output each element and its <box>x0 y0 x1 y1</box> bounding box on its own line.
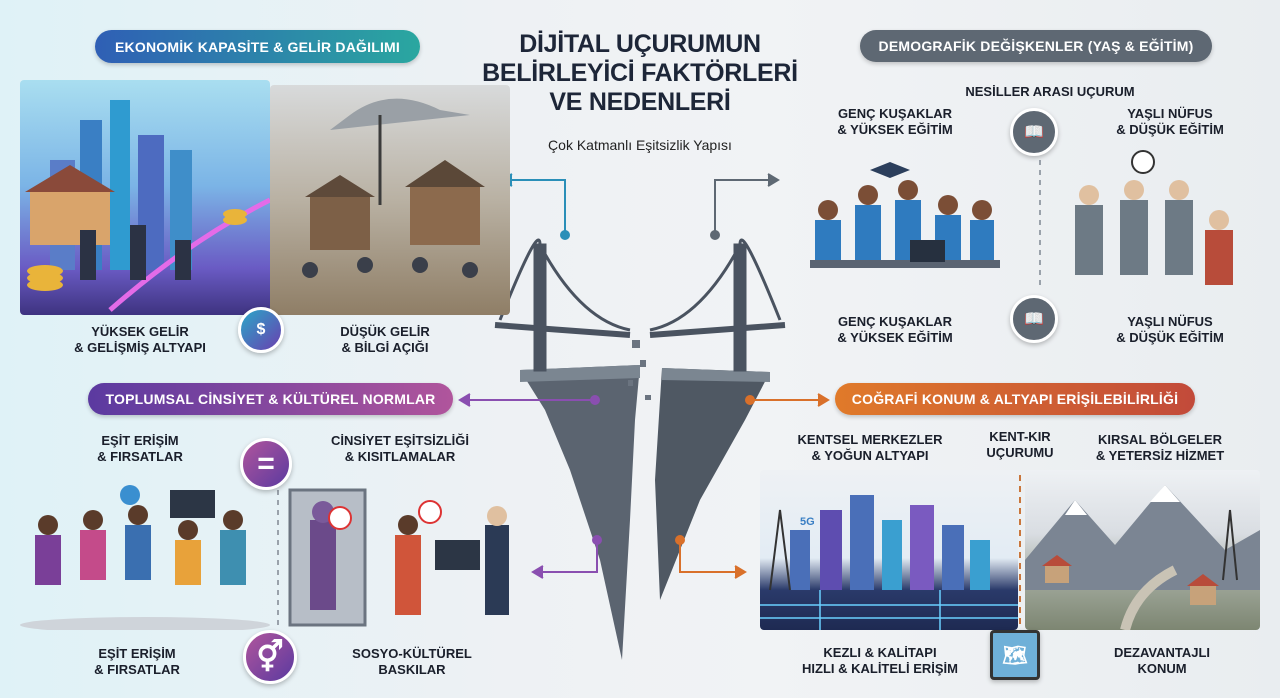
label-line: & YETERSİZ HİZMET <box>1095 448 1225 463</box>
gender-inequality-label: CİNSİYET EŞİTSİZLİĞİ& KISITLAMALAR <box>331 433 469 465</box>
geography-heading: COĞRAFİ KONUM & ALTYAPI ERİŞİLEBİLİRLİĞİ <box>835 383 1195 415</box>
label-line: & DÜŞÜK EĞİTİM <box>1116 122 1224 137</box>
label-line: & GELİŞMİŞ ALTYAPI <box>74 340 206 355</box>
gender-restrictions-illustration <box>285 480 525 630</box>
arrow-demographic <box>710 173 780 240</box>
label-line: KEZLI & KALİTAPI <box>823 645 937 660</box>
label-line: YAŞLI NÜFUS <box>1127 106 1213 121</box>
label-line: & DÜŞÜK EĞİTİM <box>1116 330 1224 345</box>
rural-label: KIRSAL BÖLGELER& YETERSİZ HİZMET <box>1096 432 1224 464</box>
urban-infrastructure-illustration: 5G <box>760 470 1018 630</box>
low-income-label: DÜŞÜK GELİR& BİLGİ AÇIĞI <box>340 324 430 356</box>
label-line: EŞİT ERİŞİM <box>98 646 176 661</box>
label-line: YÜKSEK GELİR <box>91 324 189 339</box>
high-income-city-illustration <box>20 80 270 315</box>
title-line: DİJİTAL UÇURUMUN <box>519 30 761 58</box>
title-line: VE NEDENLERİ <box>549 88 731 116</box>
gender-symbol-icon: ⚥ <box>243 630 297 684</box>
label-line: GENÇ KUŞAKLAR <box>837 106 953 121</box>
world-map-icon: 🗺 <box>990 630 1040 680</box>
elderly-people-illustration <box>1065 150 1250 305</box>
equals-icon: = <box>240 438 292 490</box>
label-line: & YÜKSEK EĞİTİM <box>837 330 953 345</box>
subtitle: Çok Katmanlı Eşitsizlik Yapısı <box>548 137 732 153</box>
label-line: SOSYO-KÜLTÜREL <box>352 646 472 661</box>
economic-heading: EKONOMİK KAPASİTE & GELİR DAĞILIMI <box>95 30 420 63</box>
equal-access-illustration <box>20 480 270 630</box>
label-line: & FIRSATLAR <box>97 449 183 464</box>
young-top-label: GENÇ KUŞAKLAR& YÜKSEK EĞİTİM <box>837 106 952 138</box>
label-line: KIRSAL BÖLGELER <box>1097 432 1222 447</box>
label-line: KENTSEL MERKEZLER <box>797 432 943 447</box>
label-line: DEZAVANTAJLI <box>1113 645 1211 660</box>
label-line: UÇURUMU <box>986 445 1054 460</box>
urban-label: KENTSEL MERKEZLER& YOĞUN ALTYAPI <box>798 432 943 464</box>
label-line: EŞİT ERİŞİM <box>101 433 179 448</box>
arrow-gender <box>458 393 602 579</box>
label-line: & FIRSATLAR <box>94 662 180 677</box>
book-icon: 📖 <box>1010 108 1058 156</box>
label-line: & KISITLAMALAR <box>344 449 456 464</box>
label-line: YAŞLI NÜFUS <box>1127 314 1213 329</box>
low-income-village-illustration <box>270 85 510 315</box>
arrow-geography <box>675 393 830 579</box>
generation-gap-label: NESİLLER ARASI UÇURUM <box>965 84 1135 99</box>
cliff-left <box>520 365 640 660</box>
equal-access-top-label: EŞİT ERİŞİM& FIRSATLAR <box>97 433 183 465</box>
book-icon: 📖 <box>1010 295 1058 343</box>
high-income-label: YÜKSEK GELİR& GELİŞMİŞ ALTYAPI <box>74 324 206 356</box>
coins-icon: $ <box>238 307 284 353</box>
young-bottom-label: GENÇ KUŞAKLAR& YÜKSEK EĞİTİM <box>837 314 952 346</box>
equal-access-bottom-label: EŞİT ERİŞİM& FIRSATLAR <box>94 646 180 678</box>
bridge <box>494 238 786 372</box>
rural-landscape-illustration <box>1025 470 1260 630</box>
label-line: HIZLI & KALİTELİ ERİŞİM <box>802 661 958 676</box>
label-line: BASKILAR <box>378 662 446 677</box>
label-line: & YOĞUN ALTYAPI <box>811 448 929 463</box>
falling-debris <box>628 340 651 400</box>
label-line: & YÜKSEK EĞİTİM <box>837 122 953 137</box>
page-title: DİJİTAL UÇURUMUN BELİRLEYİCİ FAKTÖRLERİ … <box>450 30 830 117</box>
label-line: DÜŞÜK GELİR <box>340 324 430 339</box>
old-bottom-label: YAŞLI NÜFUS& DÜŞÜK EĞİTİM <box>1116 314 1224 346</box>
label-line: KENT-KIR <box>989 429 1051 444</box>
label-line: CİNSİYET EŞİTSİZLİĞİ <box>331 433 469 448</box>
5g-badge: 5G <box>800 516 815 528</box>
title-line: BELİRLEYİCİ FAKTÖRLERİ <box>482 59 798 87</box>
old-top-label: YAŞLI NÜFUS& DÜŞÜK EĞİTİM <box>1116 106 1224 138</box>
label-line: & BİLGİ AÇIĞI <box>341 340 429 355</box>
demographic-heading: DEMOGRAFİK DEĞİŞKENLER (YAŞ & EĞİTİM) <box>860 30 1212 62</box>
label-line: GENÇ KUŞAKLAR <box>837 314 953 329</box>
arrow-economic <box>500 173 570 240</box>
gender-heading: TOPLUMSAL CİNSİYET & KÜLTÜREL NORMLAR <box>88 383 453 415</box>
young-people-illustration <box>790 150 1010 305</box>
label-line: KONUM <box>1137 661 1187 676</box>
